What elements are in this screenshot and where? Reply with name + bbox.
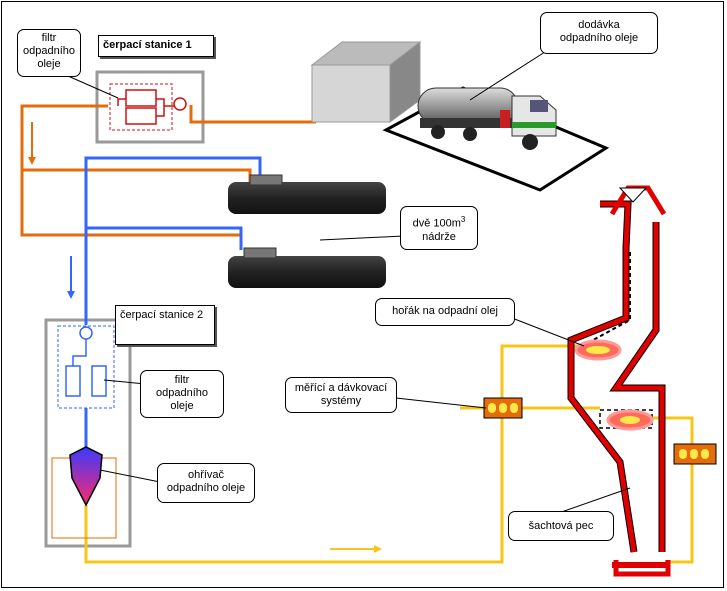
truck-icon	[417, 87, 557, 150]
station1-label: čerpací stanice 1	[98, 35, 214, 57]
filter1-line-2: odpadního	[23, 45, 75, 57]
heater-callout: ohřívač odpadního oleje	[157, 463, 255, 503]
metering-line-1: měřící a dávkovací	[294, 382, 388, 394]
tanks-line-1: dvě 100m3	[404, 213, 474, 231]
tank-icon	[228, 247, 386, 288]
building-icon	[310, 40, 422, 123]
station2-box	[44, 318, 132, 548]
filter1-callout: filtr odpadního oleje	[17, 29, 81, 77]
metering-unit	[483, 397, 523, 419]
heater-icon	[69, 446, 103, 507]
pump-icon	[79, 326, 93, 340]
flow-arrow-water	[67, 291, 75, 299]
filter1-line-1: filtr	[41, 32, 57, 44]
flow-arrow-oil	[28, 157, 36, 165]
filter2-line-3: oleje	[170, 400, 194, 412]
station2-label: čerpací stanice 2	[115, 305, 215, 345]
delivery-line-2: odpadního oleje	[559, 32, 639, 44]
furnace-callout: šachtová pec	[508, 511, 614, 541]
filter2-line-2: odpadního	[156, 387, 208, 399]
filter2-unit	[57, 325, 115, 409]
water-lines	[84, 156, 262, 450]
filter1-line-3: oleje	[37, 58, 61, 70]
heater-line-1: ohřívač	[187, 469, 225, 481]
delivery-line-1: dodávka	[578, 19, 620, 31]
station1-box	[95, 70, 205, 144]
filter2-callout: filtr odpadního oleje	[140, 370, 224, 418]
tanks-text: dvě 100m	[412, 217, 461, 230]
tank-icon	[228, 174, 386, 214]
flow-arrow-fuel	[374, 545, 382, 553]
callout-leaders	[67, 49, 631, 517]
tanks-callout: dvě 100m3 nádrže	[400, 206, 478, 250]
delivery-callout: dodávka odpadního oleje	[540, 12, 658, 54]
tanks-line-2: nádrže	[422, 230, 456, 243]
filter2-line-1: filtr	[174, 374, 190, 386]
heater-line-2: odpadního oleje	[166, 482, 246, 494]
pump-icon	[173, 97, 187, 111]
tanks-superscript: 3	[460, 215, 466, 224]
shaft-furnace	[567, 185, 671, 577]
burner-callout: hořák na odpadní olej	[375, 298, 515, 326]
metering-callout: měřící a dávkovací systémy	[285, 377, 397, 413]
metering-unit	[673, 443, 717, 465]
metering-line-2: systémy	[320, 395, 362, 407]
filter1-unit	[109, 83, 187, 131]
